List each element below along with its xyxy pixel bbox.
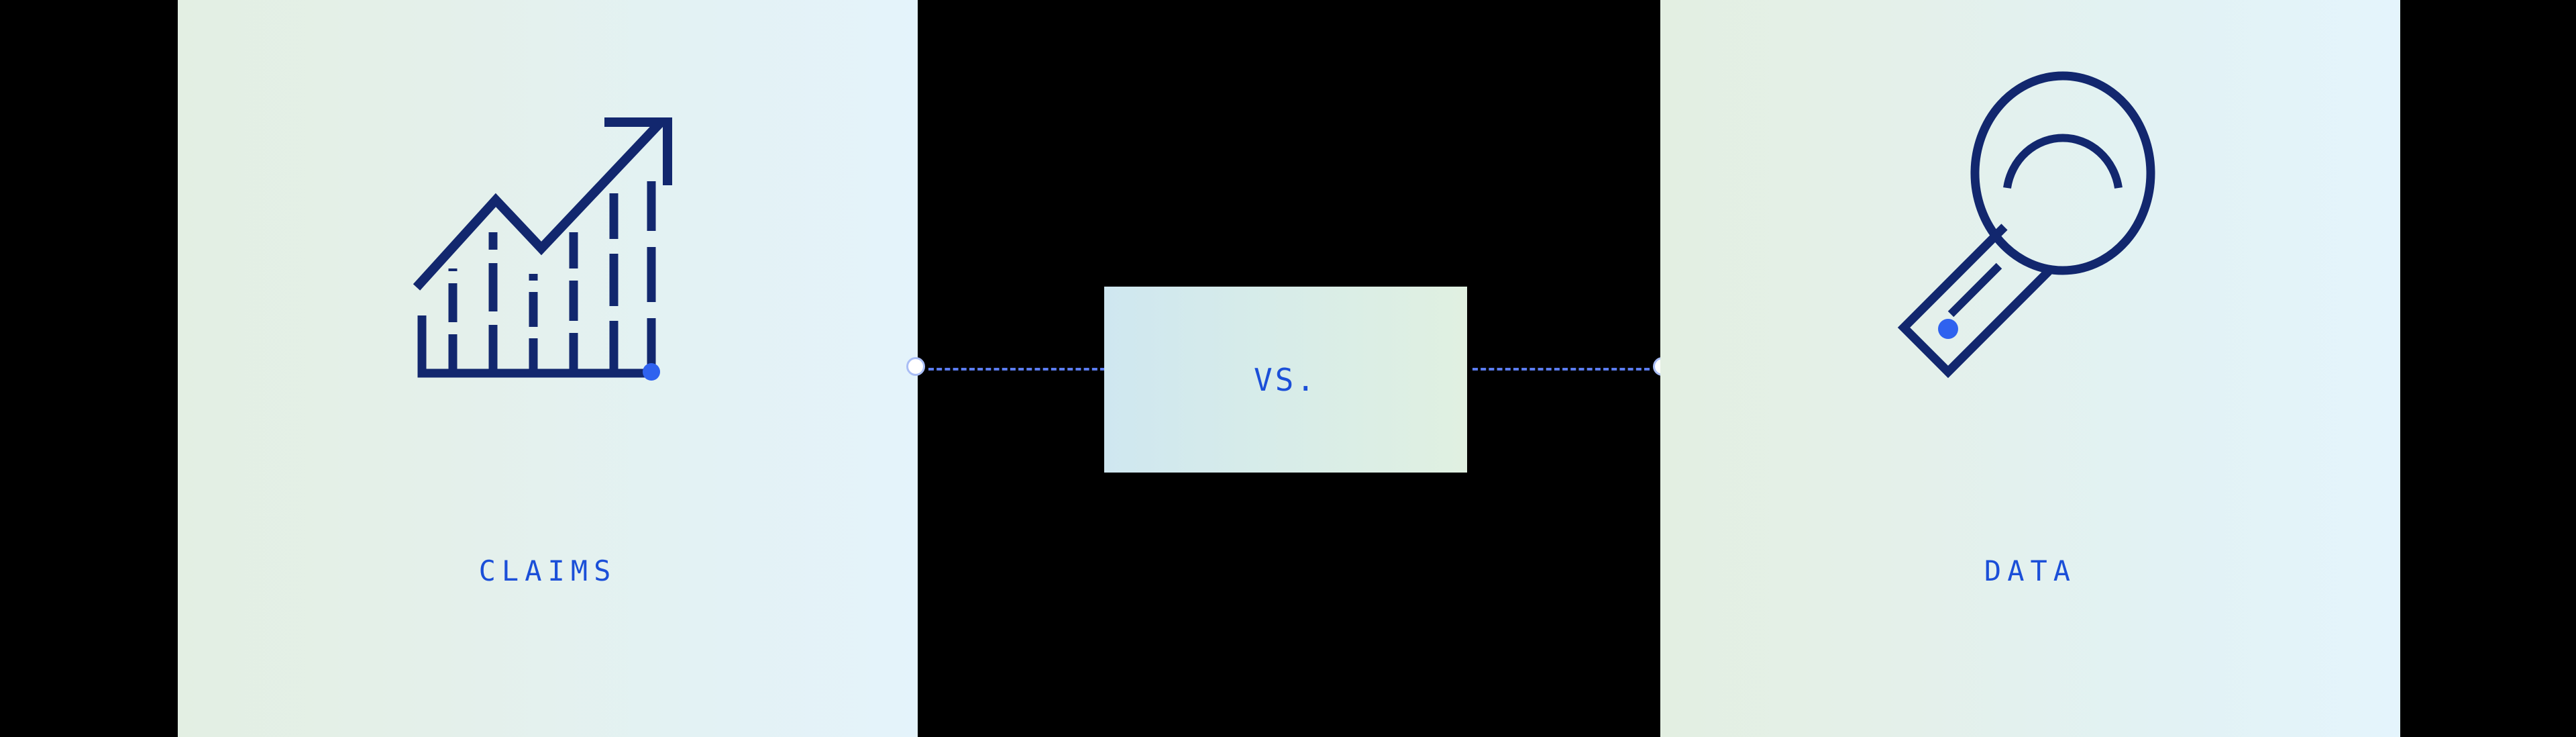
- connector-node-left[interactable]: [906, 357, 925, 376]
- connector-line-right: [1472, 368, 1650, 371]
- panel-label-claims: CLAIMS: [478, 554, 617, 587]
- panel-data[interactable]: DATA: [1660, 0, 2400, 737]
- panel-claims[interactable]: CLAIMS: [178, 0, 918, 737]
- search-accent-dot: [1937, 319, 1958, 339]
- growth-chart-icon: [407, 99, 689, 384]
- magnifying-glass-icon: [1886, 67, 2175, 405]
- panel-label-data: DATA: [1984, 554, 2077, 587]
- vs-badge[interactable]: VS.: [1104, 287, 1467, 473]
- connector-line-left: [928, 368, 1106, 371]
- chart-accent-dot: [642, 363, 660, 381]
- vs-label: VS.: [1253, 361, 1318, 398]
